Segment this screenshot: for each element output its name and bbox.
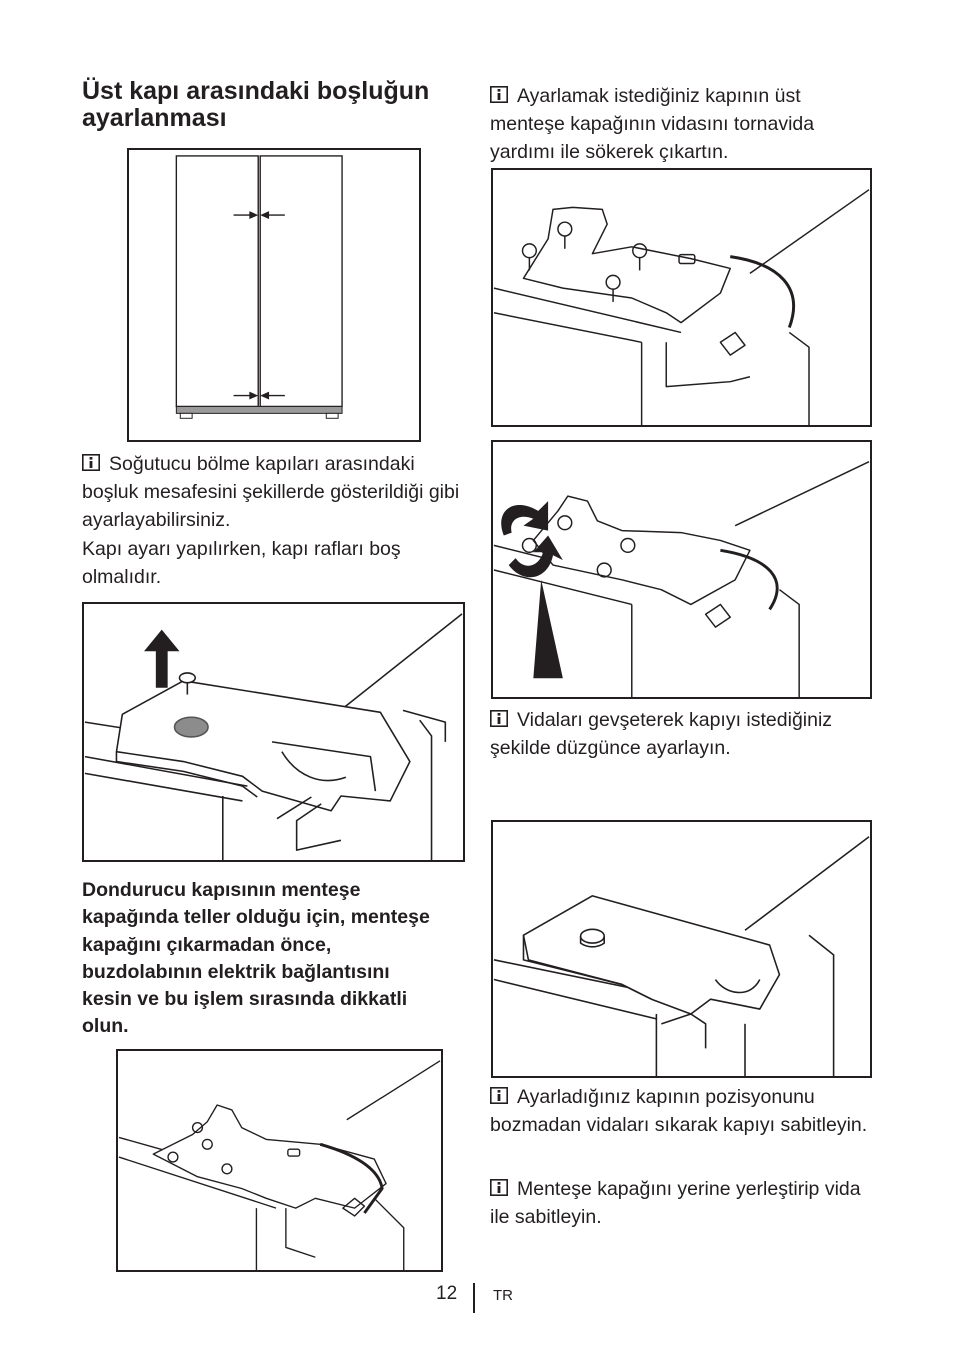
page-number: 12 xyxy=(436,1283,458,1304)
hinge-cover-installed-figure xyxy=(491,820,872,1078)
hinge-cover-removal-figure xyxy=(82,602,465,862)
info-icon xyxy=(490,710,508,727)
info-paragraph: Menteşe kapağını yerine yerleştirip vida… xyxy=(490,1175,885,1231)
info-text: Soğutucu bölme kapıları arasındaki boşlu… xyxy=(82,453,460,531)
info-paragraph: Ayarladığınız kapının pozisyonunu bozmad… xyxy=(490,1083,880,1139)
info-paragraph: Ayarlamak istediğiniz kapının üst menteş… xyxy=(490,82,880,166)
info-text: Menteşe kapağını yerine yerleştirip vida… xyxy=(490,1178,861,1228)
hinge-screws-figure xyxy=(116,1049,443,1272)
info-paragraph: Soğutucu bölme kapıları arasındaki boşlu… xyxy=(82,450,472,534)
hinge-screws-figure xyxy=(491,168,872,427)
fridge-doors-figure xyxy=(127,148,421,442)
page-title: Üst kapı arasındaki boşluğun ayarlanması xyxy=(82,77,430,132)
info-text: Vidaları gevşeterek kapıyı istediğiniz ş… xyxy=(490,709,833,759)
door-shelves-note: Kapı ayarı yapılırken, kapı rafları boş … xyxy=(82,538,401,588)
language-code: TR xyxy=(493,1287,513,1304)
info-text: Ayarladığınız kapının pozisyonunu bozmad… xyxy=(490,1086,868,1136)
info-icon xyxy=(490,86,508,103)
info-text: Ayarlamak istediğiniz kapının üst menteş… xyxy=(490,85,815,163)
info-icon xyxy=(490,1087,508,1104)
warning-text: Dondurucu kapısının menteşe kapağında te… xyxy=(82,879,430,1038)
info-icon xyxy=(82,454,100,471)
info-paragraph: Vidaları gevşeterek kapıyı istediğiniz ş… xyxy=(490,706,885,762)
footer-divider xyxy=(473,1283,475,1313)
loosen-screws-figure xyxy=(491,440,872,699)
info-icon xyxy=(490,1179,508,1196)
